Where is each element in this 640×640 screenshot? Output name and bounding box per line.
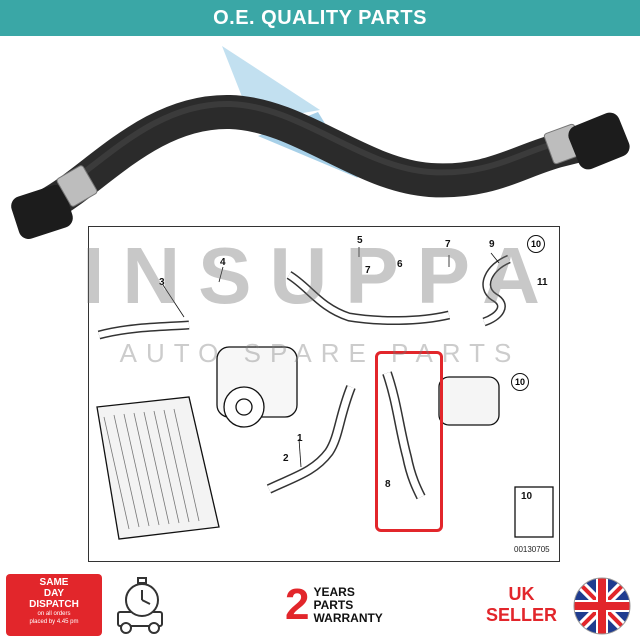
warranty-badge: 2 YEARS PARTS WARRANTY — [285, 580, 383, 629]
warranty-years-number: 2 — [285, 580, 310, 629]
callout-7b: 7 — [445, 239, 451, 250]
bottom-badge-bar — [0, 570, 640, 640]
top-banner: O.E. QUALITY PARTS — [0, 0, 640, 36]
seller-line-1: UK — [508, 584, 535, 604]
hose-product-image — [11, 46, 630, 239]
warranty-line-2: PARTS — [313, 597, 354, 612]
highlighted-part-box — [375, 351, 443, 532]
callout-10-inset: 10 — [521, 491, 533, 502]
same-day-dispatch-badge: SAME DAY DISPATCH on all orders placed b… — [6, 574, 102, 636]
circled-callout-10-top: 10 — [527, 235, 545, 253]
callout-1: 1 — [297, 433, 303, 444]
stopwatch-icon — [117, 577, 163, 634]
seller-line-2: SELLER — [486, 605, 558, 625]
callout-5: 5 — [357, 235, 363, 246]
callout-7a: 7 — [365, 265, 371, 276]
dispatch-line-3: DISPATCH — [29, 599, 79, 610]
circled-callout-10-mid: 10 — [511, 373, 529, 391]
callout-11: 11 — [537, 277, 548, 288]
watermark-brand: INSUPPA — [82, 231, 558, 320]
parts-diagram: 3 4 5 6 7 7 9 11 1 2 8 10 10 10 — [88, 226, 560, 562]
dispatch-line-2: DAY — [43, 588, 65, 599]
callout-2: 2 — [283, 453, 289, 464]
callout-3: 3 — [159, 277, 165, 288]
warranty-line-3: WARRANTY — [313, 610, 383, 625]
callout-9: 9 — [489, 239, 495, 250]
diagram-reference-code: 00130705 — [514, 545, 550, 554]
warranty-line-1: YEARS — [313, 584, 355, 599]
dispatch-note-2: placed by 4.45 pm — [29, 619, 79, 625]
uk-seller-badge: UK SELLER — [486, 584, 557, 626]
watermark-tagline: AUTO SPARE PARTS — [119, 338, 521, 368]
callout-8: 8 — [385, 479, 391, 490]
uk-flag-icon — [573, 577, 631, 635]
engine-diagram-image — [96, 247, 554, 540]
callout-6: 6 — [397, 259, 403, 270]
callout-4: 4 — [220, 257, 226, 268]
dispatch-line-1: SAME — [39, 577, 69, 588]
dispatch-note-1: on all orders — [37, 611, 71, 617]
banner-title: O.E. QUALITY PARTS — [213, 6, 427, 29]
